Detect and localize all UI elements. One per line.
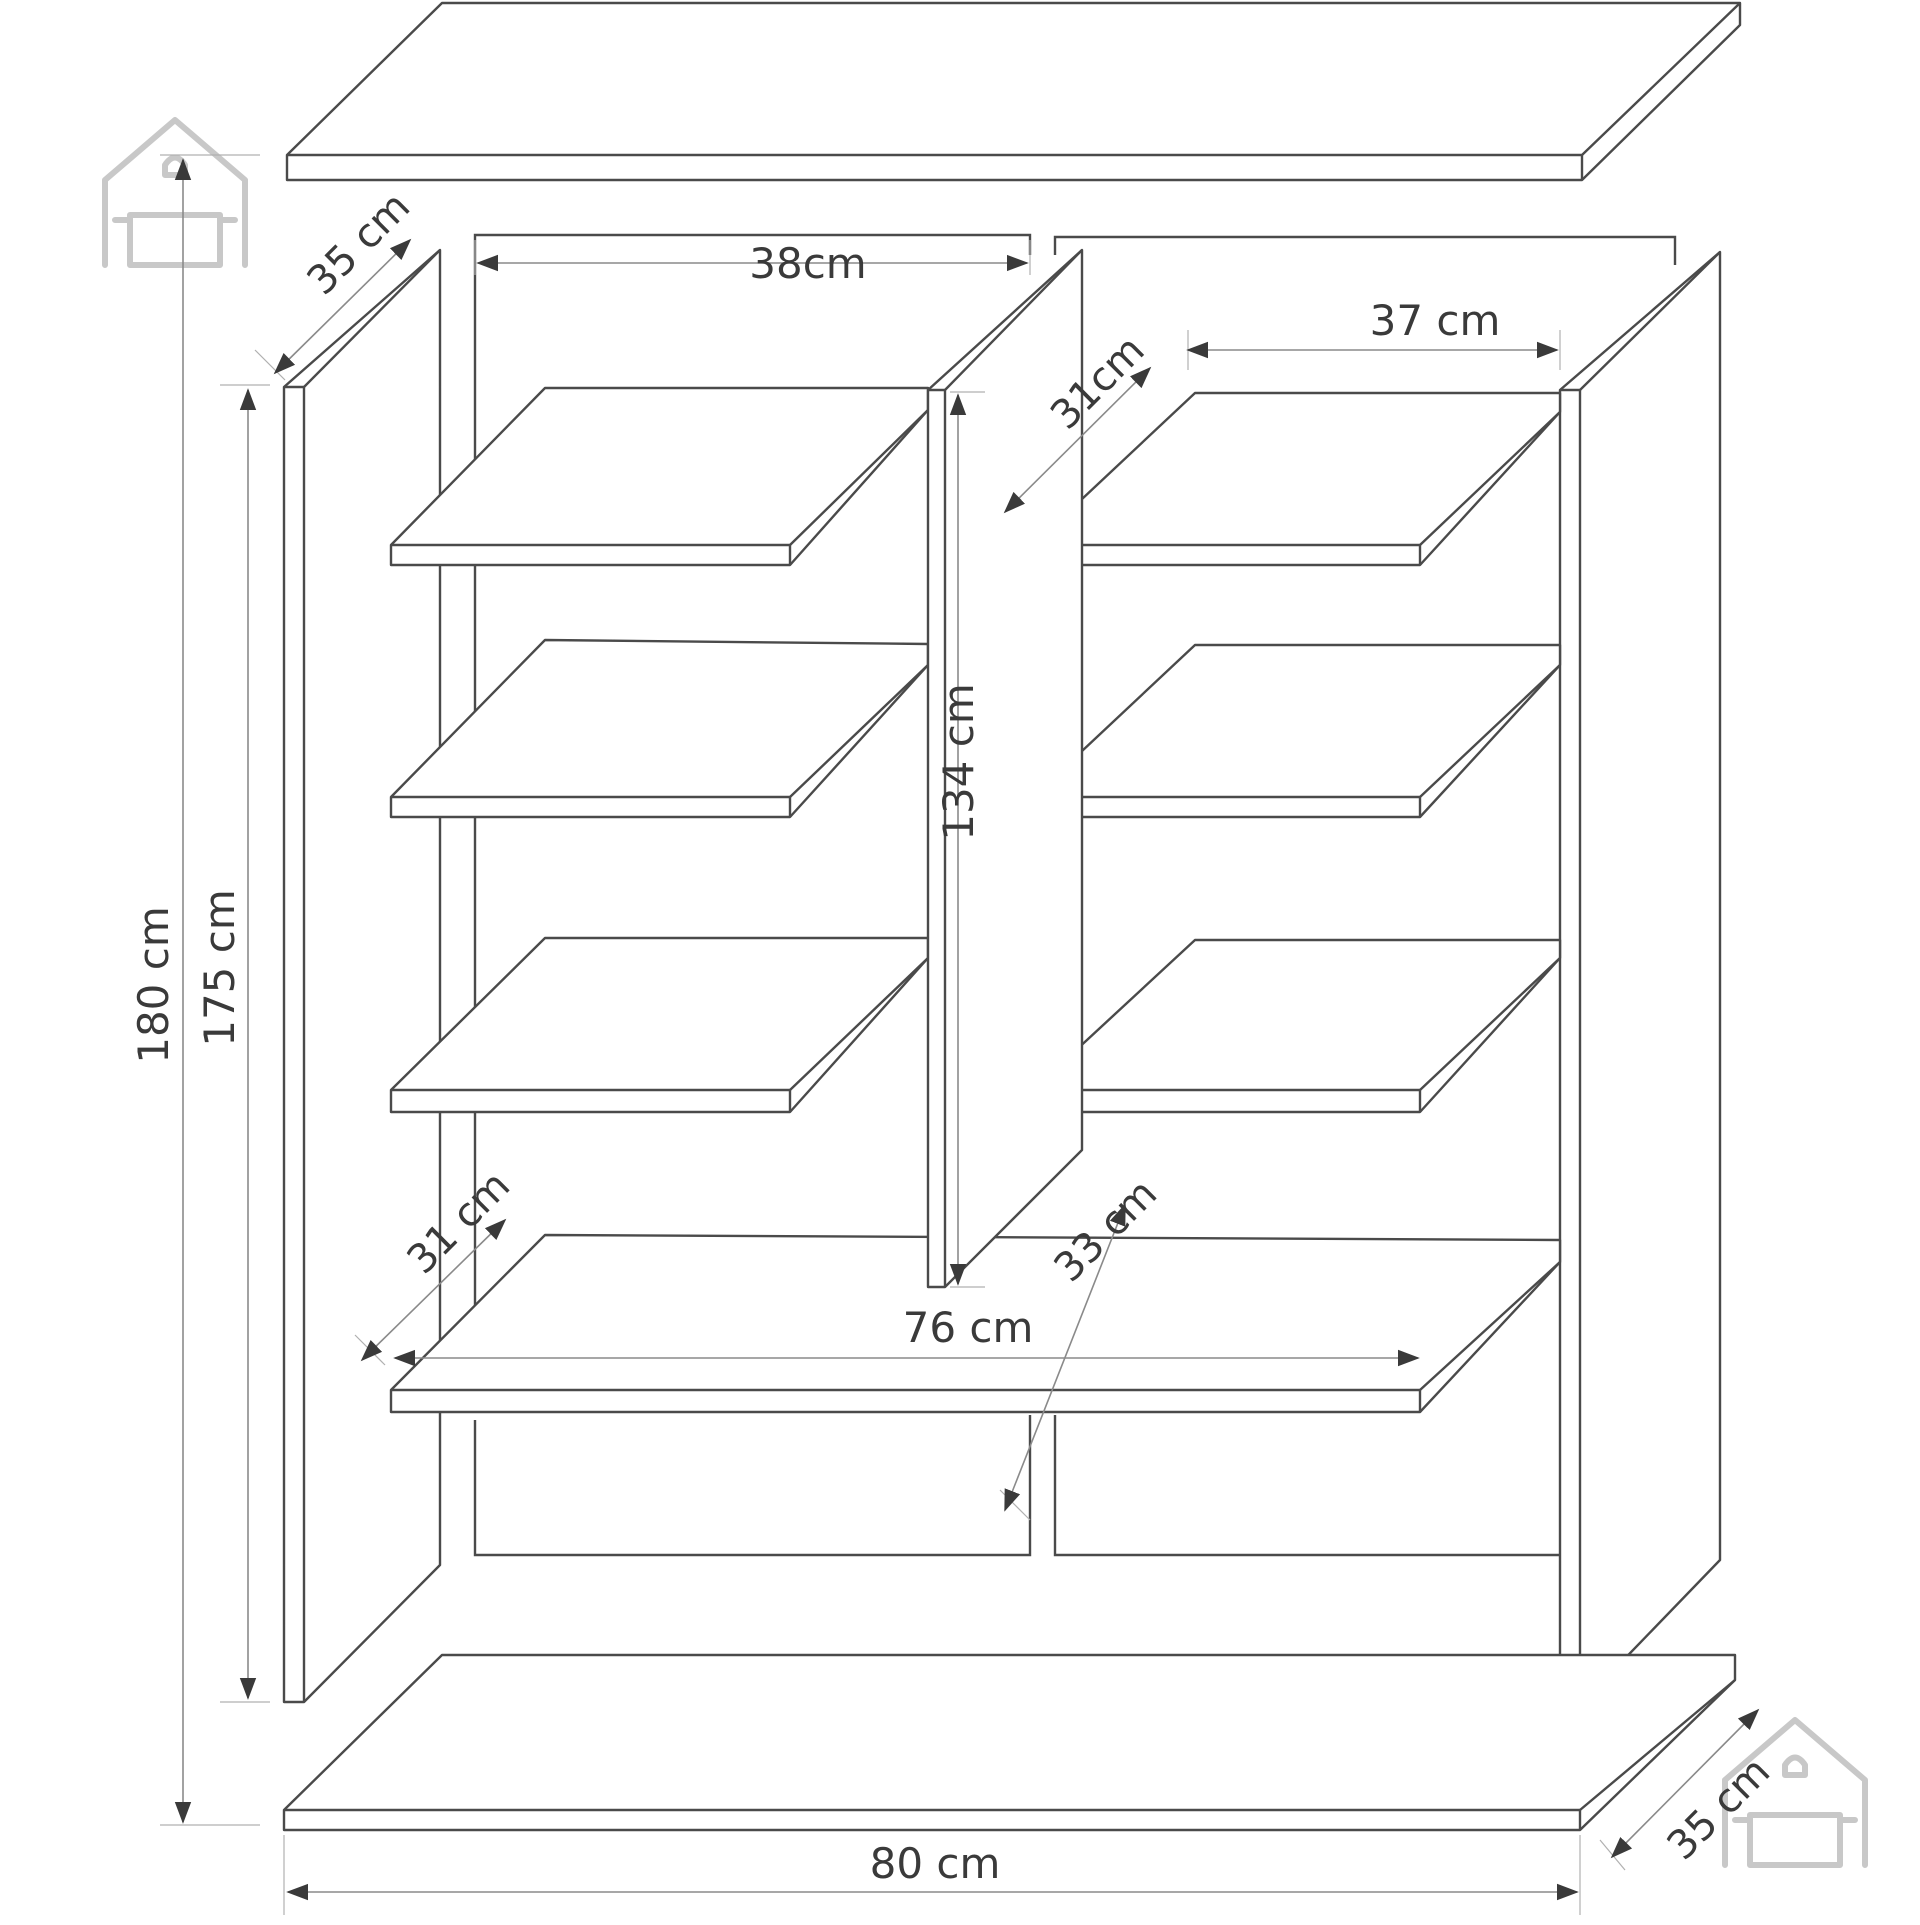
label-bottom-width: 76 cm bbox=[903, 1303, 1034, 1352]
label-total-width: 80 cm bbox=[870, 1839, 1001, 1888]
house-sofa-logo-icon bbox=[102, 117, 248, 268]
label-divider-height: 134 cm bbox=[934, 683, 983, 841]
label-base-depth: 35 cm bbox=[1658, 1748, 1779, 1869]
shelf-left-1 bbox=[389, 386, 930, 567]
label-side-height: 175 cm bbox=[195, 889, 244, 1047]
shelf-left-2 bbox=[389, 638, 930, 819]
dim-line-base-depth bbox=[1610, 1708, 1760, 1859]
label-inner-width-right: 37 cm bbox=[1370, 296, 1501, 345]
label-total-height: 180 cm bbox=[129, 906, 178, 1064]
dim-line-shelf-depth-right bbox=[1003, 366, 1152, 514]
shelf-left-3 bbox=[389, 936, 930, 1114]
shelf-right-1 bbox=[1031, 391, 1562, 567]
bottom-shelf bbox=[389, 1233, 1562, 1414]
left-side-panel bbox=[282, 248, 442, 1704]
top-panel bbox=[285, 1, 1742, 182]
right-side-panel bbox=[1558, 250, 1722, 1707]
shelf-right-2 bbox=[1031, 643, 1562, 819]
shelf-right-3 bbox=[1031, 938, 1562, 1114]
dim-line-top-depth bbox=[273, 238, 412, 375]
base-panel bbox=[282, 1653, 1737, 1832]
label-inner-width-left: 38cm bbox=[749, 239, 866, 288]
dim-line-bottom-depth-left bbox=[360, 1218, 507, 1362]
